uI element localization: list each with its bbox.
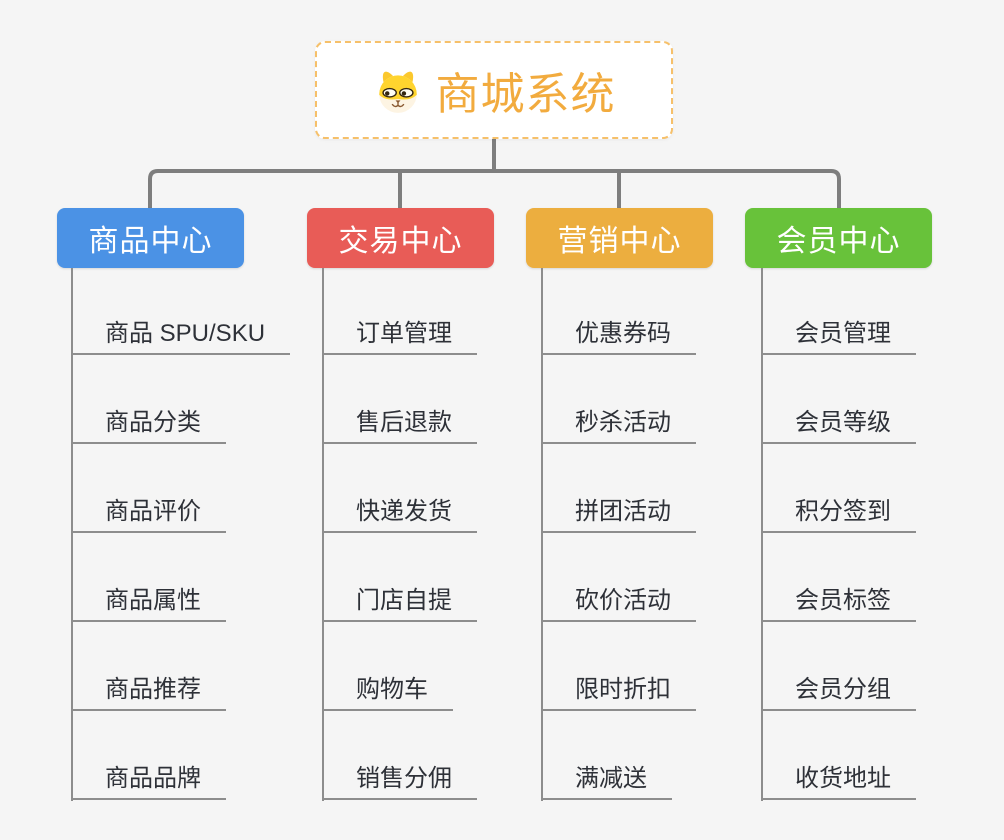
leaf-node[interactable]: 售后退款 <box>323 398 477 444</box>
leaf-node[interactable]: 商品评价 <box>72 487 226 533</box>
leaf-node[interactable]: 商品分类 <box>72 398 226 444</box>
root-node[interactable]: 商城系统 <box>315 41 673 139</box>
leaf-node[interactable]: 销售分佣 <box>323 754 477 800</box>
leaf-node[interactable]: 收货地址 <box>762 754 916 800</box>
dog-face-icon <box>378 71 417 113</box>
branch-box-member-center[interactable]: 会员中心 <box>745 208 932 268</box>
root-title: 商城系统 <box>435 70 616 119</box>
leaf-node[interactable]: 秒杀活动 <box>542 398 696 444</box>
leaf-node[interactable]: 会员管理 <box>762 309 916 355</box>
leaf-node[interactable]: 快递发货 <box>323 487 477 533</box>
leaf-node[interactable]: 会员分组 <box>762 665 916 711</box>
leaf-node[interactable]: 商品推荐 <box>72 665 226 711</box>
leaf-node[interactable]: 购物车 <box>323 665 453 711</box>
leaf-node[interactable]: 满减送 <box>542 754 672 800</box>
leaf-node[interactable]: 积分签到 <box>762 487 916 533</box>
leaf-node[interactable]: 商品属性 <box>72 576 226 622</box>
leaf-node[interactable]: 商品 SPU/SKU <box>72 309 291 355</box>
leaf-node[interactable]: 限时折扣 <box>542 665 696 711</box>
branch-box-marketing-center[interactable]: 营销中心 <box>526 208 713 268</box>
leaf-node[interactable]: 会员等级 <box>762 398 916 444</box>
connector-rail <box>148 169 841 208</box>
leaf-node[interactable]: 门店自提 <box>323 576 477 622</box>
leaf-node[interactable]: 拼团活动 <box>542 487 696 533</box>
branch-box-product-center[interactable]: 商品中心 <box>57 208 244 268</box>
leaf-node[interactable]: 砍价活动 <box>542 576 696 622</box>
subtree-vertical-line <box>322 268 324 801</box>
subtree-vertical-line <box>761 268 763 801</box>
leaf-node[interactable]: 订单管理 <box>323 309 477 355</box>
leaf-node[interactable]: 商品品牌 <box>72 754 226 800</box>
subtree-vertical-line <box>71 268 73 801</box>
branch-box-trade-center[interactable]: 交易中心 <box>307 208 494 268</box>
leaf-node[interactable]: 优惠券码 <box>542 309 696 355</box>
subtree-vertical-line <box>541 268 543 801</box>
leaf-node[interactable]: 会员标签 <box>762 576 916 622</box>
